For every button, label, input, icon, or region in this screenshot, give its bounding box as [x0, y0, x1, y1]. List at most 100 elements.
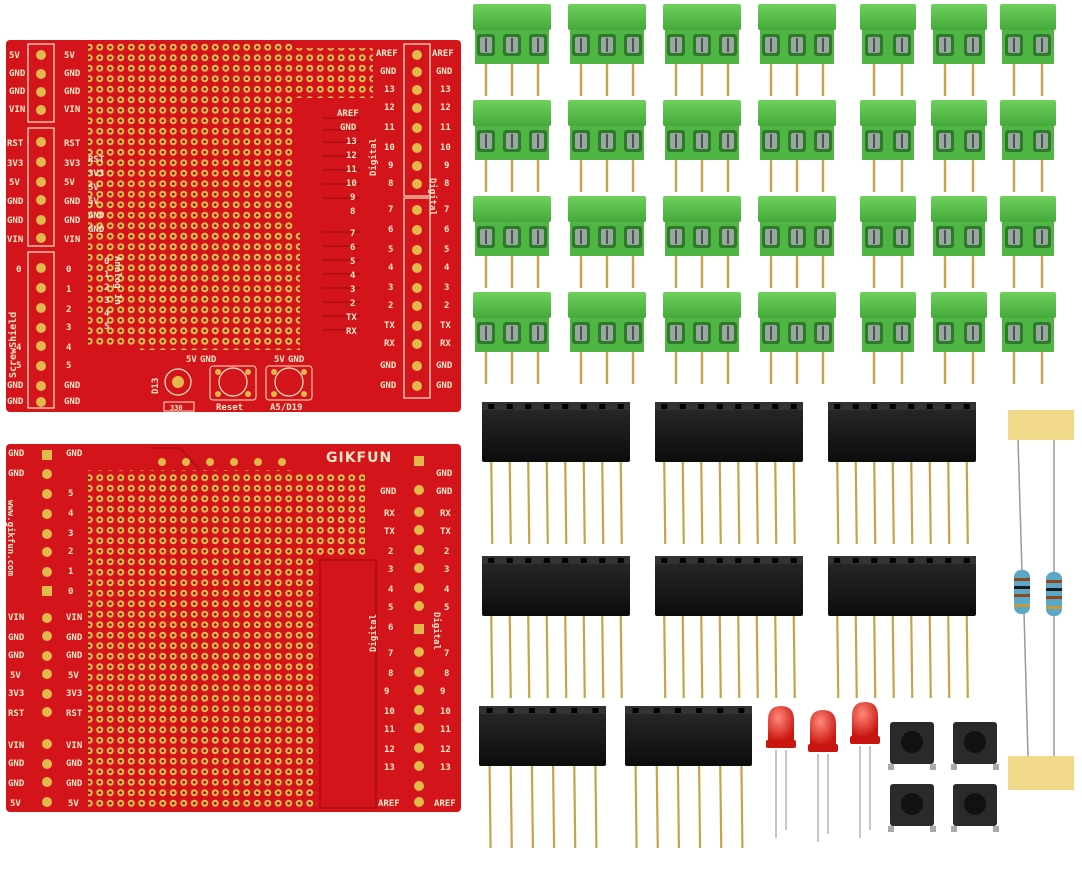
label: 6: [388, 623, 393, 633]
label: 3: [444, 565, 449, 575]
label: RST: [66, 709, 83, 719]
label: 5: [350, 257, 355, 267]
label: 2: [444, 301, 449, 311]
label: 1: [68, 567, 73, 577]
label: AREF: [434, 799, 456, 809]
screw-terminal-2pos: [931, 196, 987, 288]
label: TX: [346, 313, 357, 323]
label: 2: [350, 299, 355, 309]
screw-terminal-3pos: [758, 292, 836, 384]
label: 5V: [88, 197, 99, 207]
screw-terminal-3pos: [758, 196, 836, 288]
label: 9: [384, 687, 389, 697]
label: GND: [64, 87, 81, 97]
label: VIN: [66, 613, 82, 623]
label: 9: [440, 687, 445, 697]
label: GND: [64, 216, 81, 226]
screw-terminal-3pos: [663, 292, 741, 384]
label: GND: [64, 397, 81, 407]
board2-right-pads: [414, 456, 424, 807]
label: RX: [440, 339, 451, 349]
label: 8: [350, 207, 355, 217]
label: 10: [384, 143, 395, 153]
resistor: [1046, 440, 1062, 756]
label: RST: [7, 139, 24, 149]
screw-terminal-3pos: [663, 100, 741, 192]
board2-digital-text-outer: Digital: [431, 612, 442, 650]
resistor: [1014, 439, 1030, 757]
label: 7: [444, 205, 449, 215]
label: GND: [66, 449, 83, 459]
pin-header-8pin: [482, 556, 630, 699]
screw-terminal-3pos: [758, 4, 836, 96]
label: 5V: [186, 355, 197, 365]
label: 7: [444, 649, 449, 659]
label: 5: [68, 489, 73, 499]
label: 1: [104, 270, 109, 280]
label: 3V3: [64, 159, 80, 169]
label: TX: [440, 321, 451, 331]
label: GND: [9, 69, 26, 79]
label: 10: [346, 179, 357, 189]
label: VIN: [9, 105, 25, 115]
label: 4: [16, 343, 22, 353]
label: GND: [436, 487, 453, 497]
pin-header-8pin: [828, 402, 976, 545]
label: GND: [200, 355, 217, 365]
label: VIN: [66, 741, 82, 751]
screw-terminal-3pos: [473, 100, 551, 192]
label: RX: [440, 509, 451, 519]
label: 5V: [9, 178, 20, 188]
label: 5V: [10, 799, 21, 809]
label: 2: [66, 305, 71, 315]
screw-terminal-3pos: [663, 4, 741, 96]
label: GND: [340, 123, 357, 133]
pin-header-8pin: [828, 556, 976, 699]
label: AREF: [376, 49, 398, 59]
proto-shield-board-2: [6, 444, 461, 812]
label: VIN: [8, 613, 24, 623]
board1-inner-power-labels: RST 3V3 5V 5V GND GND: [88, 155, 105, 235]
label: GND: [8, 779, 25, 789]
label: RST: [8, 709, 25, 719]
board2-left-pads: [42, 450, 52, 807]
label: 2: [388, 547, 393, 557]
label: VIN: [8, 741, 24, 751]
label: GND: [8, 469, 25, 479]
label: 1: [66, 285, 71, 295]
label: GND: [88, 225, 105, 235]
label: 8: [444, 669, 449, 679]
screw-terminal-2pos: [1000, 196, 1056, 288]
label: GND: [7, 397, 24, 407]
board2-brand: GIKFUN: [326, 450, 392, 466]
label: TX: [384, 321, 395, 331]
label: 11: [384, 725, 395, 735]
label: GND: [8, 449, 25, 459]
label: GND: [436, 381, 453, 391]
label: 7: [388, 649, 393, 659]
label: 5: [66, 361, 71, 371]
board2-left-inner-labels: GND 5 4 3 2 1 0 VIN GND GND 5V 3V3 RST V…: [66, 449, 83, 809]
pin-header-6pin: [479, 706, 606, 849]
board1-left-labels-top: 5V GND GND VIN 5V GND GND VIN: [9, 51, 81, 115]
board1-analog-pin-labels: 0 1 2 3 4 5: [104, 257, 110, 332]
red-led: [766, 706, 796, 838]
label: GND: [66, 651, 83, 661]
screw-terminal-3pos: [568, 4, 646, 96]
screw-terminal-2pos: [1000, 100, 1056, 192]
tactile-switches: [888, 722, 999, 832]
board1-resistor-label: 330: [170, 404, 183, 412]
label: 9: [444, 161, 449, 171]
label: 5: [16, 361, 21, 371]
board1-led-label: D13: [151, 378, 161, 394]
label: GND: [66, 759, 83, 769]
label: 7: [388, 205, 393, 215]
label: 2: [68, 547, 73, 557]
label: GND: [380, 67, 397, 77]
screw-terminal-3pos: [473, 196, 551, 288]
red-led: [808, 710, 838, 842]
label: 0: [66, 265, 71, 275]
label: 8: [444, 179, 449, 189]
label: 12: [346, 151, 357, 161]
